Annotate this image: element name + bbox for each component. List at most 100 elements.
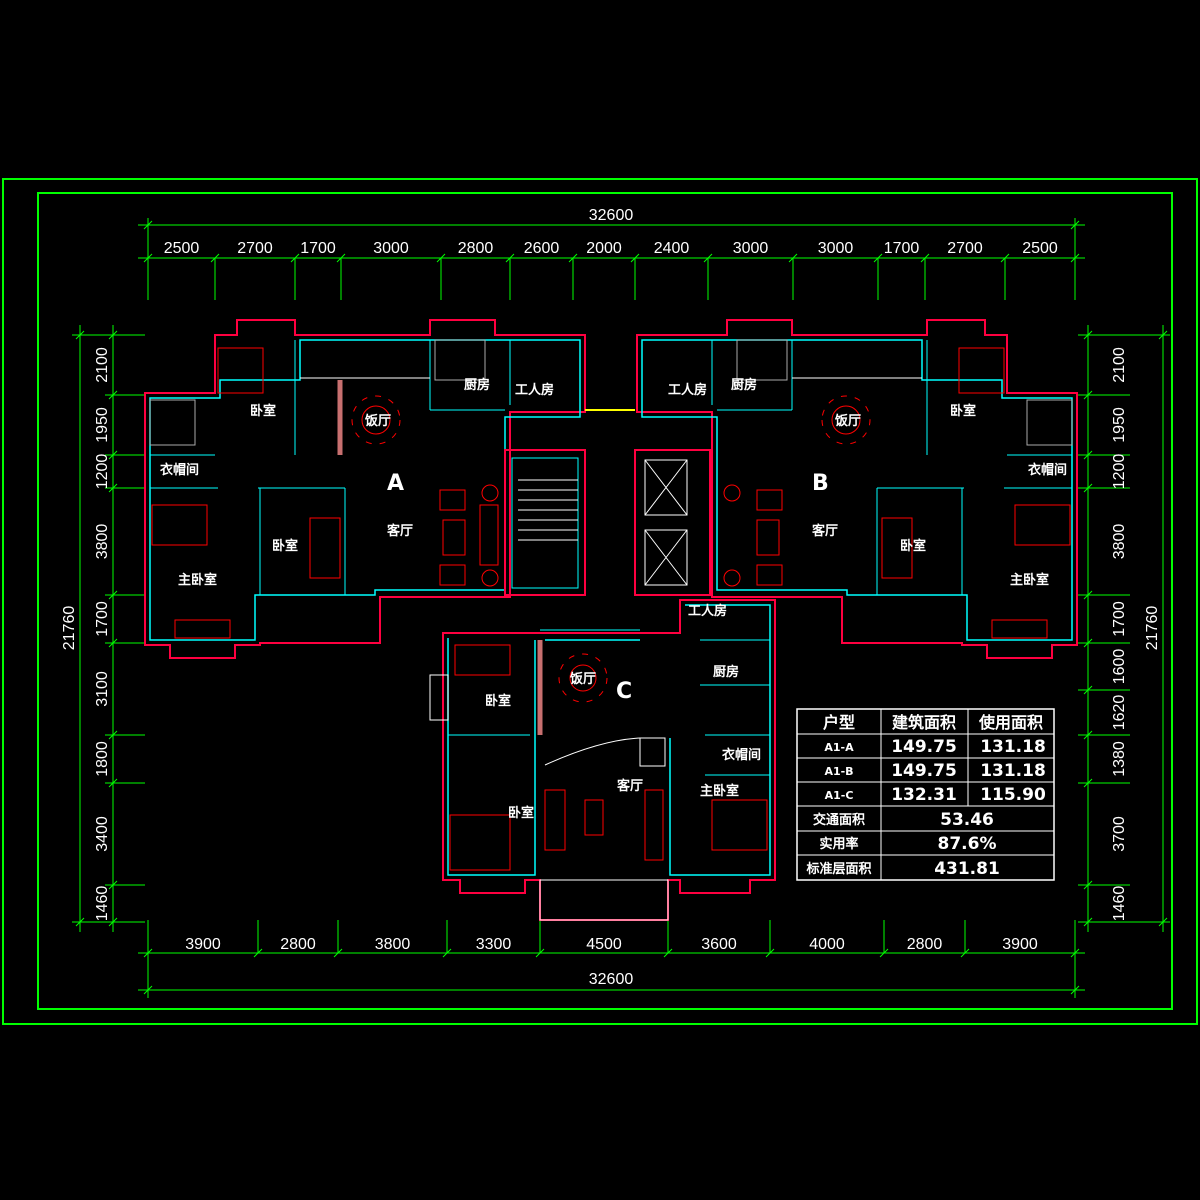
room-label: 饭厅 xyxy=(569,671,596,687)
dimension-label: 1200 xyxy=(1111,454,1128,490)
dimension-label: 21760 xyxy=(1144,606,1161,651)
dimension-label: 3000 xyxy=(373,240,409,257)
room-label: 厨房 xyxy=(713,664,739,680)
area-table: 户型 建筑面积 使用面积 A1-A 149.75 131.18 A1-B 149… xyxy=(796,708,1055,881)
dimension-line xyxy=(1083,330,1093,340)
dimension-label: 3800 xyxy=(375,936,411,953)
dimension-line xyxy=(333,948,343,958)
table-cell: A1-C xyxy=(825,789,854,802)
dimension-line xyxy=(336,253,346,263)
table-cell: 131.18 xyxy=(980,761,1046,781)
dimension-label: 1950 xyxy=(1111,407,1128,443)
dimension-label: 3100 xyxy=(94,671,111,707)
room-label: 卧室 xyxy=(900,538,926,554)
dimension-line xyxy=(1083,778,1093,788)
dimension-line xyxy=(75,917,85,927)
dimension-label: 1950 xyxy=(94,407,111,443)
dimension-label: 1200 xyxy=(94,454,111,490)
dimension-line xyxy=(630,253,640,263)
dimension-label: 1460 xyxy=(94,886,111,922)
room-label: 饭厅 xyxy=(364,413,391,429)
dimension-label: 3400 xyxy=(94,816,111,852)
dimension-line xyxy=(1000,253,1010,263)
table-cell: 431.81 xyxy=(934,859,1000,879)
dimension-line xyxy=(108,638,118,648)
dimension-label: 1700 xyxy=(94,601,111,637)
dimension-label: 2100 xyxy=(1111,347,1128,383)
dimension-line xyxy=(108,590,118,600)
table-cell: 115.90 xyxy=(980,785,1046,805)
room-label: 饭厅 xyxy=(834,413,861,429)
room-label: 卧室 xyxy=(508,805,534,821)
dimension-label: 2800 xyxy=(907,936,943,953)
room-label: 衣帽间 xyxy=(160,462,199,478)
dimension-line xyxy=(765,948,775,958)
outer-frame xyxy=(2,178,1198,1025)
dimension-label: 3700 xyxy=(1111,816,1128,852)
table-cell: 149.75 xyxy=(891,737,957,757)
dimension-label: 2500 xyxy=(164,240,200,257)
unit-label-b: B xyxy=(812,471,829,496)
dimension-label: 4000 xyxy=(809,936,845,953)
dimension-line xyxy=(143,220,153,230)
room-label: 客厅 xyxy=(617,778,643,794)
dimension-line xyxy=(1083,450,1093,460)
dimension-label: 3300 xyxy=(476,936,512,953)
dimension-line xyxy=(1083,390,1093,400)
room-label: 工人房 xyxy=(688,603,727,619)
dimension-label: 1620 xyxy=(1111,695,1128,731)
dimension-line xyxy=(108,730,118,740)
room-label: 主卧室 xyxy=(700,783,739,799)
unit-b-walls xyxy=(636,319,1078,659)
table-cell: A1-A xyxy=(824,741,854,754)
dimension-label: 3800 xyxy=(1111,524,1128,560)
table-cell: 131.18 xyxy=(980,737,1046,757)
table-cell: 53.46 xyxy=(940,810,994,830)
dimension-label: 1460 xyxy=(1111,886,1128,922)
table-cell: 132.31 xyxy=(891,785,957,805)
dimension-label: 1600 xyxy=(1111,649,1128,685)
dimension-line xyxy=(1083,730,1093,740)
table-cell: 149.75 xyxy=(891,761,957,781)
dimension-line xyxy=(75,330,85,340)
table-header: 使用面积 xyxy=(978,713,1043,732)
dimension-line xyxy=(108,483,118,493)
room-label: 卧室 xyxy=(272,538,298,554)
table-cell: A1-B xyxy=(824,765,853,778)
dimension-line xyxy=(108,390,118,400)
dimension-label: 1700 xyxy=(1111,601,1128,637)
table-cell: 标准层面积 xyxy=(805,861,871,877)
dimension-line xyxy=(108,450,118,460)
dimension-label: 4500 xyxy=(586,936,622,953)
dimension-line xyxy=(253,948,263,958)
dimension-label: 3600 xyxy=(701,936,737,953)
table-cell: 87.6% xyxy=(938,834,997,854)
dimension-line xyxy=(1083,590,1093,600)
dimension-line xyxy=(1083,880,1093,890)
dimension-line xyxy=(960,948,970,958)
room-label: 主卧室 xyxy=(178,572,217,588)
dimension-line xyxy=(108,880,118,890)
room-label: 厨房 xyxy=(731,377,757,393)
room-label: 卧室 xyxy=(485,693,511,709)
dimension-label: 2600 xyxy=(524,240,560,257)
dimension-label: 1380 xyxy=(1111,741,1128,777)
dimension-label: 2700 xyxy=(947,240,983,257)
dimension-line xyxy=(505,253,515,263)
dimension-label: 2800 xyxy=(458,240,494,257)
dimension-line xyxy=(568,253,578,263)
dimension-line xyxy=(143,985,153,995)
room-label: 工人房 xyxy=(515,382,554,398)
dimension-line xyxy=(1083,483,1093,493)
dimension-label: 3800 xyxy=(94,524,111,560)
room-label: 客厅 xyxy=(812,523,838,539)
dimension-line xyxy=(663,948,673,958)
dimension-line xyxy=(290,253,300,263)
dimension-line xyxy=(920,253,930,263)
room-labels: 卧室 饭厅 厨房 工人房 衣帽间 卧室 客厅 主卧室 A 卧室 饭厅 厨房 工人… xyxy=(160,377,1067,821)
dimension-label: 2400 xyxy=(654,240,690,257)
dimension-line xyxy=(873,253,883,263)
dimension-line xyxy=(1070,985,1080,995)
table-cell: 实用率 xyxy=(819,836,858,852)
